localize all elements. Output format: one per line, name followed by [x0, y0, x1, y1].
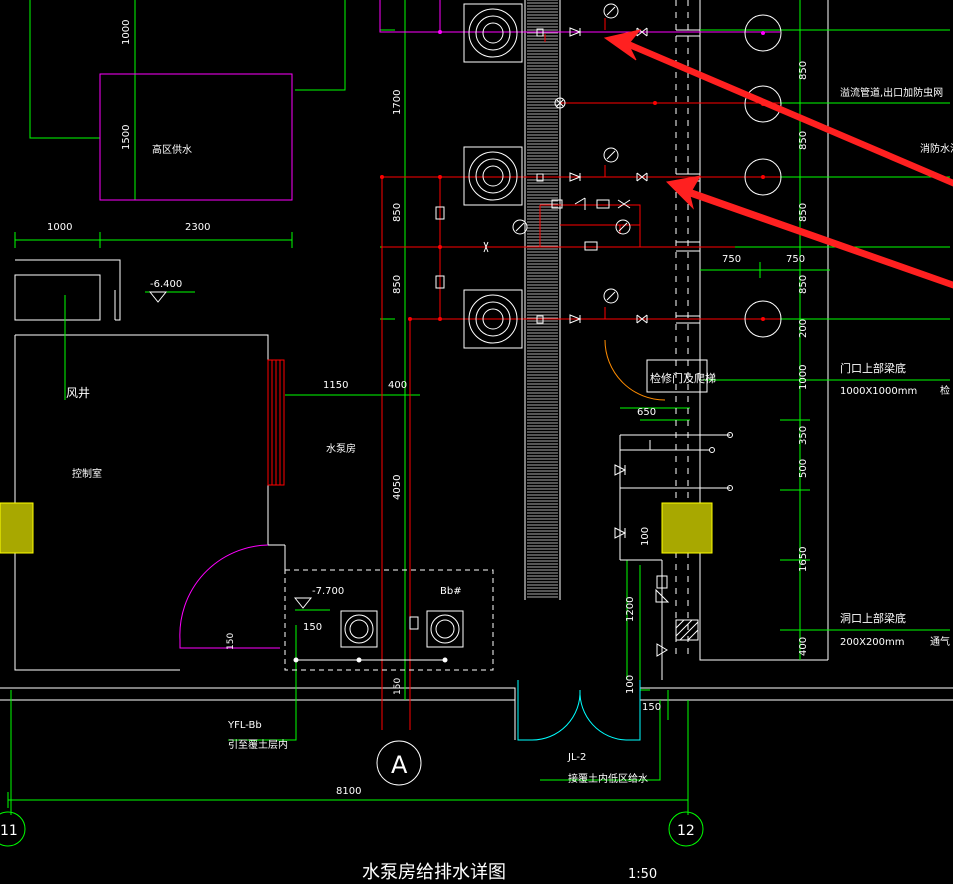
drain-pipes-right [614, 432, 733, 680]
dim-850-r4: 850 [798, 275, 809, 294]
olive-blocks [0, 502, 713, 554]
sump-pit-pipe [293, 657, 448, 663]
dim-8100: 8100 [336, 786, 361, 797]
hatch-box [646, 359, 708, 393]
dim-850-r1: 850 [798, 61, 809, 80]
dim-750-b: 750 [786, 254, 805, 265]
label-control-room: 控制室 [72, 467, 102, 480]
dim-1150: 1150 [323, 380, 348, 391]
dimension-texts: 1000 1500 1000 2300 1700 850 850 1150 40… [47, 20, 809, 797]
dim-850-r2: 850 [798, 131, 809, 150]
label-pump-room: 水泵房 [326, 442, 356, 455]
axis-bubbles [0, 740, 704, 847]
axis-12-label: 12 [677, 823, 695, 839]
dim-4050: 4050 [392, 475, 403, 500]
axis-a-label: A [391, 751, 408, 779]
dim-500: 500 [798, 459, 809, 478]
label-hatch: 检修门及爬梯 [650, 371, 716, 385]
structure-walls [0, 0, 953, 740]
supply-pipes [381, 18, 780, 730]
dim-1200: 1200 [625, 597, 636, 622]
pump-1 [463, 3, 523, 63]
dim-650: 650 [637, 407, 656, 418]
dim-150-c: 150 [393, 678, 403, 695]
red-arrows [603, 29, 953, 289]
note-overflow: 溢流管道,出口加防虫网 [840, 86, 943, 99]
dim-2300: 2300 [185, 222, 210, 233]
axis-11-label: 11 [0, 823, 18, 839]
dim-400-r: 400 [798, 637, 809, 656]
dim-850-b: 850 [392, 275, 403, 294]
label-high-tank: 高区供水 [152, 143, 192, 156]
pressure-gauges [512, 3, 631, 304]
dim-200: 200 [798, 319, 809, 338]
dim-1650: 1650 [798, 547, 809, 572]
dim-750-a: 750 [722, 254, 741, 265]
hatched-block [675, 619, 699, 641]
dim-150-d: 150 [642, 702, 661, 713]
dim-1500: 1500 [121, 125, 132, 150]
pumps [340, 3, 523, 648]
pipe-jl-tag: JL-2 [567, 752, 586, 763]
double-door [267, 359, 285, 486]
dim-150-b: 150 [226, 633, 236, 650]
note-door-size: 1000X1000mm [840, 386, 917, 397]
suction-dots [438, 30, 765, 35]
level-pit-tag: Bb# [440, 586, 462, 597]
label-wind-shaft: 风井 [66, 386, 90, 400]
dim-350: 350 [798, 426, 809, 445]
dim-1700: 1700 [392, 90, 403, 115]
pipe-jl-desc: 接覆土内低区给水 [568, 772, 648, 785]
pump-2 [463, 146, 523, 206]
valves [409, 27, 648, 630]
level-markers [148, 291, 313, 609]
note-vent: 通气 [930, 635, 950, 648]
note-fire-pool: 消防水池 [920, 142, 953, 155]
dim-100-a: 100 [640, 527, 651, 546]
sump-pump-1 [340, 610, 378, 648]
pump-3 [463, 289, 523, 349]
wall-sleeves [675, 0, 700, 660]
level-main: -6.400 [150, 279, 182, 290]
dim-150-a: 150 [303, 622, 322, 633]
note-door-beam: 门口上部梁底 [840, 361, 906, 375]
drawing-title: 水泵房给排水详图 [362, 862, 506, 883]
dim-400: 400 [388, 380, 407, 391]
dim-850-r3: 850 [798, 203, 809, 222]
sump-pump-2 [426, 610, 464, 648]
dim-1000-r: 1000 [798, 365, 809, 390]
suction-circles [744, 14, 782, 338]
dim-850-a: 850 [392, 203, 403, 222]
dim-100-b: 100 [625, 675, 636, 694]
drawing-scale: 1:50 [628, 867, 657, 882]
note-hole-size: 200X200mm [840, 637, 905, 648]
sump-pit [284, 569, 494, 671]
note-hole-beam: 洞口上部梁底 [840, 611, 906, 625]
labels: 高区供水 风井 控制室 水泵房 检修门及爬梯 -6.400 -7.700 Bb#… [0, 86, 953, 883]
note-right-cut: 检 [940, 384, 950, 397]
pipe-yfl-tag: YFL-Bb [227, 720, 262, 731]
dim-1000-top: 1000 [121, 20, 132, 45]
cyan-door [517, 680, 641, 741]
hatch-door [604, 339, 666, 401]
ladder-strip [527, 0, 558, 598]
level-pit: -7.700 [312, 586, 344, 597]
pipe-yfl-desc: 引至覆土层内 [228, 738, 288, 751]
dim-1000-bottom: 1000 [47, 222, 72, 233]
